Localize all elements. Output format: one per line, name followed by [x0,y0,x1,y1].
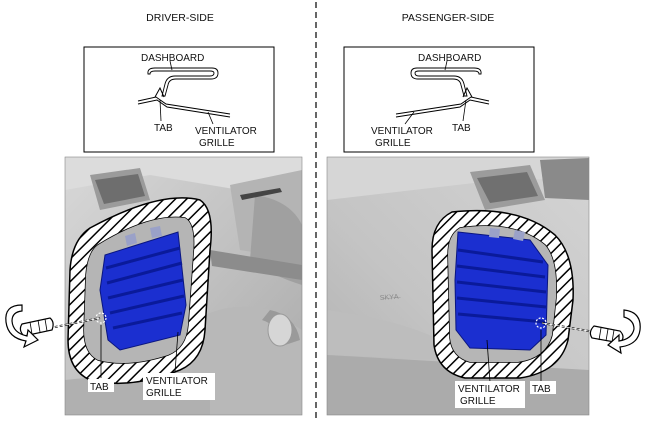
passenger-photo-panel: S̶K̶Y̶A̶ [327,157,589,415]
passenger-inset-tab-label: TAB [452,123,471,134]
driver-inset-tab-label: TAB [154,123,173,134]
passenger-tab-marker [535,317,547,329]
passenger-inset-grille-label-2: GRILLE [375,138,411,149]
driver-rotation-arrow-icon [5,304,40,349]
driver-inset-grille-label-1: VENTILATOR [195,126,257,137]
passenger-photo-grille-label-2: GRILLE [460,396,496,407]
driver-side-heading: DRIVER-SIDE [146,12,214,24]
passenger-inset-grille-label-1: VENTILATOR [371,126,433,137]
driver-photo-tab-label: TAB [90,382,109,393]
driver-inset-diagram: DASHBOARD TAB VENTILATOR GRILLE [83,46,275,153]
driver-photo-grille-label-2: GRILLE [146,388,182,399]
passenger-ventilator-grille [454,228,549,351]
driver-photo-panel [65,157,302,415]
passenger-inset-diagram: DASHBOARD TAB VENTILATOR GRILLE [343,46,535,153]
driver-inset-grille-label-2: GRILLE [199,138,235,149]
driver-photo-grille-label-1: VENTILATOR [146,376,208,387]
passenger-side-heading: PASSENGER-SIDE [402,12,495,24]
svg-text:S̶K̶Y̶A̶: S̶K̶Y̶A̶ [380,294,402,302]
passenger-inset-dashboard-label: DASHBOARD [418,53,481,64]
driver-inset-dashboard-label: DASHBOARD [141,53,204,64]
passenger-photo-grille-label-1: VENTILATOR [458,384,520,395]
passenger-photo-tab-label: TAB [532,384,551,395]
passenger-rotation-arrow-icon [607,309,641,355]
driver-ventilator-grille [99,226,187,351]
